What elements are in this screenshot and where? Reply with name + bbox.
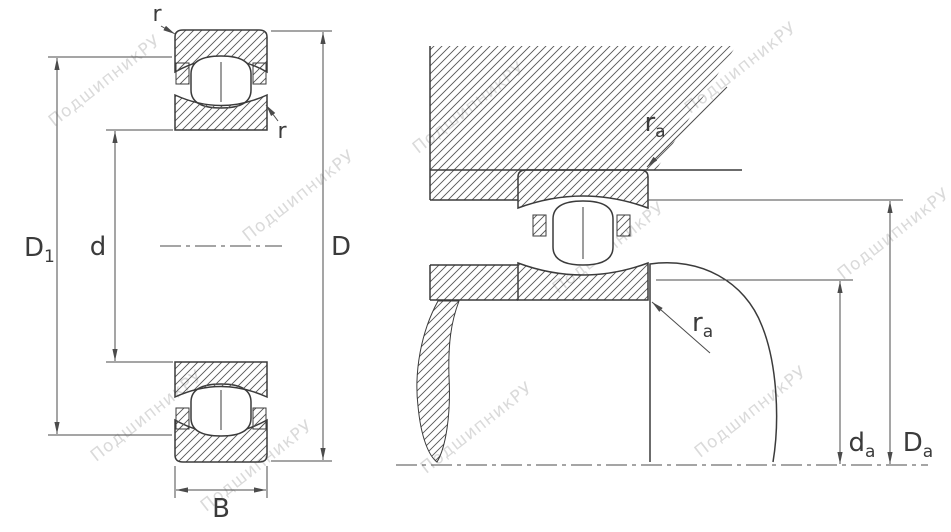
d-label: d [90,232,107,262]
r-inner-label: r [277,119,287,144]
B-label: B [212,494,230,524]
watermark-text: ПодшипникРУ [45,31,165,131]
mounting-view: ra ra da Da [396,46,933,466]
shaft-shoulder-section [430,265,518,300]
r-inner-leader [265,104,279,122]
front-view: D1 d D B r r [24,2,351,524]
cage-upper-right [252,62,267,85]
shaft-shoulder-profile [649,262,778,463]
housing-section [430,46,736,170]
watermark-text: ПодшипникРУ [691,362,811,462]
cage-lower-right [252,407,267,430]
cage-mounted-left [532,214,547,237]
ra-shaft-label: ra [692,308,713,342]
housing-shoulder-section [430,170,518,200]
ra-shaft-leader [651,301,711,354]
Da-label: Da [903,428,933,462]
r-outer-leader [160,25,176,35]
d1-label: D1 [24,233,55,267]
inner-ring-upper-section [174,93,268,131]
cage-lower-left [175,407,190,430]
D-label: D [331,232,351,262]
ra-housing-leader [646,86,728,168]
r-outer-label: r [152,2,162,27]
watermark-text: ПодшипникРУ [834,184,951,284]
inner-ring-section-mounted [517,261,649,301]
shaft-break-section [416,300,460,463]
cage-upper-left [175,62,190,85]
inner-ring-lower-section [174,361,268,399]
cage-mounted-right [616,214,631,237]
da-label: da [849,428,876,462]
outer-ring-section-mounted [517,169,649,210]
ra-housing-label: ra [644,108,665,142]
